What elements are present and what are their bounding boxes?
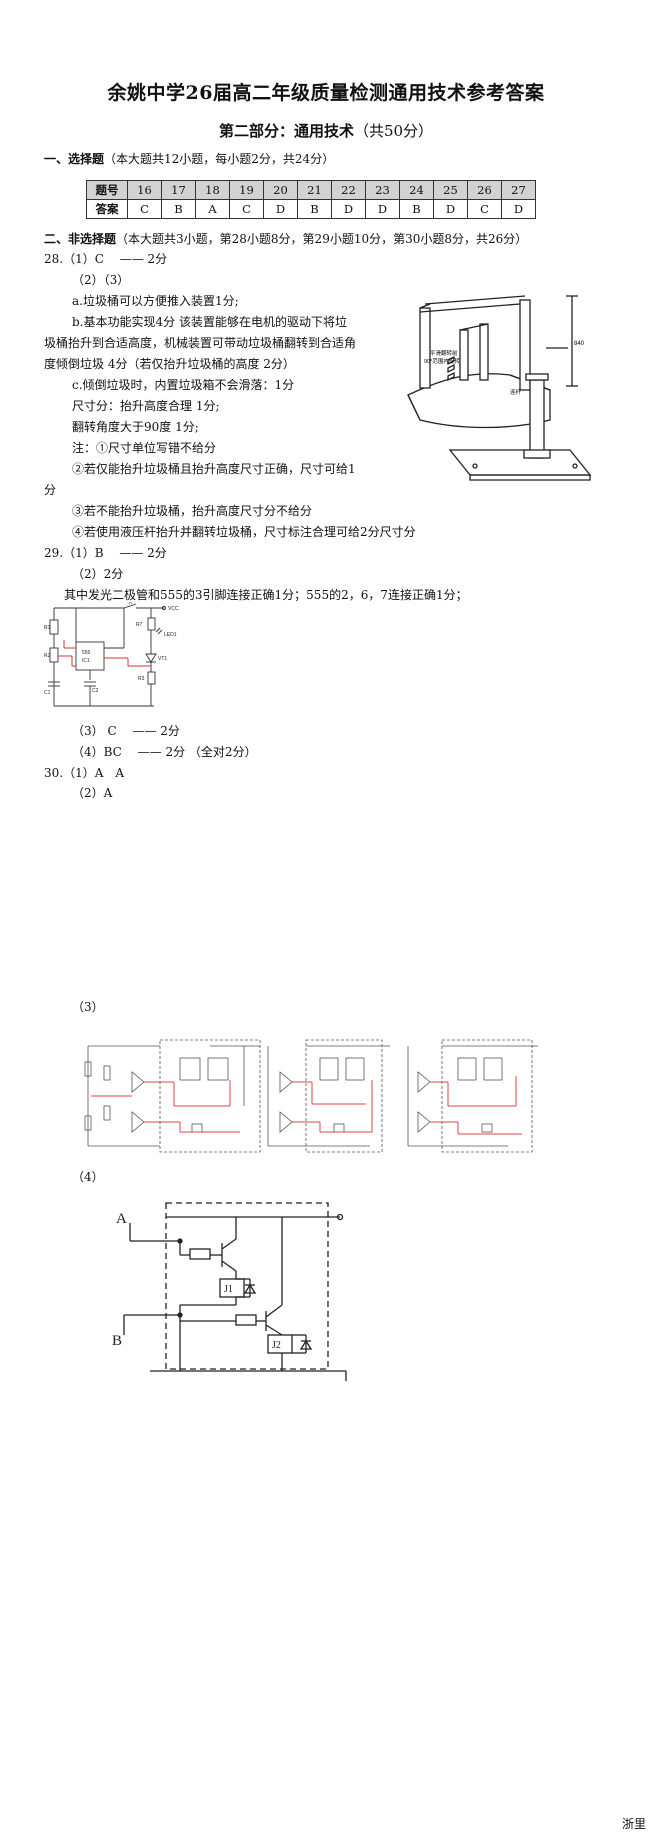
question-number: 18 (195, 180, 230, 200)
r3-label: R3 (138, 676, 145, 682)
section2-head: 二、非选择题 (44, 232, 117, 246)
answer-table: 题号 16 17 18 19 20 21 22 23 24 25 26 27 答… (86, 180, 536, 219)
section1-heading: 一、选择题（本大题共12小题，每小题2分，共24分） (44, 150, 334, 169)
answer-table-header: 答案 (86, 199, 128, 219)
q30-3-circuit-diagrams (84, 1039, 538, 1153)
document-title: 余姚中学26届高二年级质量检测通用技术参考答案 (107, 82, 545, 104)
trash-lift-mechanism-figure: 平滑翻转前 90°范围内旋转 840 连杆 (407, 295, 592, 481)
answer-cell: B (399, 199, 434, 219)
555-circuit-diagram: R1 R2 C1 555 IC1 C2 K VCC R7 LED1 VT1 R3 (44, 602, 179, 707)
ic-label: 555 (82, 650, 91, 656)
answer-cell: D (331, 199, 366, 219)
node-a-label: A (116, 1211, 127, 1227)
q28-line: 28.（1）C —— 2分 (44, 252, 168, 266)
question-number: 19 (229, 180, 264, 200)
section1-desc: （本大题共12小题，每小题2分，共24分） (104, 152, 335, 166)
q28-line: ②若仅能抬升垃圾桶且抬升高度尺寸正确，尺寸可给1 (72, 462, 356, 476)
document-subtitle: 第二部分：通用技术（共50分） (0, 120, 652, 141)
relay-j1-label: J1 (224, 1284, 233, 1295)
question-number: 25 (433, 180, 468, 200)
q30-4-relay-circuit: A B J1 J2 (112, 1202, 347, 1381)
q28-line: 翻转角度大于90度 1分; (72, 420, 199, 434)
answer-cell: A (195, 199, 230, 219)
answer-table-header: 题号 (86, 180, 128, 200)
question-number: 26 (467, 180, 502, 200)
answer-cell: D (433, 199, 468, 219)
node-b-label: B (112, 1333, 122, 1349)
answer-cell: D (365, 199, 400, 219)
subtitle-normal: （共50分） (353, 122, 434, 140)
answer-table-numbers-row: 题号 16 17 18 19 20 21 22 23 24 25 26 27 (86, 180, 536, 200)
section2-heading: 二、非选择题（本大题共3小题，第28小题8分，第29小题10分，第30小题8分，… (44, 230, 527, 249)
q28-line: 注：①尺寸单位写错不给分 (72, 441, 217, 455)
r1-label: R1 (44, 625, 51, 631)
r7-label: R7 (136, 622, 143, 628)
question-number: 27 (501, 180, 536, 200)
q28-line: a.垃圾桶可以方便推入装置1分; (72, 294, 239, 308)
figure-label: 90°范围内旋转 (424, 357, 460, 365)
subtitle-bold: 第二部分：通用技术 (218, 122, 354, 140)
q28-line: 度倾倒垃圾 4分（若仅抬升垃圾桶的高度 2分） (44, 357, 295, 371)
answer-cell: D (501, 199, 536, 219)
k-label: K (129, 602, 133, 606)
question-number: 17 (161, 180, 196, 200)
q28-line: ④若使用液压杆抬升并翻转垃圾桶，尺寸标注合理可给2分尺寸分 (72, 525, 416, 539)
c1-label: C1 (44, 690, 51, 696)
question-number: 22 (331, 180, 366, 200)
c2-label: C2 (92, 688, 99, 694)
q29-line: 29.（1）B —— 2分 (44, 546, 167, 560)
answer-table-answers-row: 答案 C B A C D B D D B D C D (86, 199, 536, 219)
q28-line: ③若不能抬升垃圾桶，抬升高度尺寸分不给分 (72, 504, 313, 518)
answer-cell: C (467, 199, 502, 219)
relay-j2-label: J2 (272, 1340, 281, 1351)
q29-line: （2）2分 (72, 567, 124, 581)
answer-cell: B (297, 199, 332, 219)
q28-line: 分 (44, 483, 57, 497)
question-number: 24 (399, 180, 434, 200)
q29-line: （3） C —— 2分 (72, 724, 180, 738)
ld-label: LED1 (164, 632, 177, 638)
answer-cell: C (229, 199, 264, 219)
question-number: 20 (263, 180, 298, 200)
figure-dimension: 840 (574, 341, 585, 347)
footer-watermark: 浙里 (621, 1817, 646, 1831)
q29-line: （4）BC —— 2分 （全对2分） (72, 745, 257, 759)
r2-label: R2 (44, 653, 51, 659)
q28-line: （2）（3） (72, 273, 130, 287)
q28-line: 圾桶抬升到合适高度，机械装置可带动垃圾桶翻转到合适角 (44, 336, 357, 350)
q28-line: c.倾倒垃圾时，内置垃圾箱不会滑落：1分 (72, 378, 295, 392)
q30-line: 30.（1）A A (44, 766, 125, 780)
q30-line: （4） (72, 1170, 104, 1184)
answer-cell: D (263, 199, 298, 219)
vcc-label: VCC (168, 606, 179, 612)
ic-name-label: IC1 (82, 658, 90, 664)
q28-line: 尺寸分：抬升高度合理 1分; (72, 399, 220, 413)
vt-label: VT1 (158, 656, 167, 662)
q28-line: b.基本功能实现4分 该装置能够在电机的驱动下将垃 (72, 315, 347, 329)
question-number: 16 (127, 180, 162, 200)
figure-label: 平滑翻转前 (430, 349, 458, 357)
section1-head: 一、选择题 (44, 152, 105, 166)
q30-line: （3） (72, 1000, 104, 1014)
answer-cell: B (161, 199, 196, 219)
question-number: 21 (297, 180, 332, 200)
figure-label: 连杆 (510, 388, 522, 396)
q29-line: 其中发光二极管和555的3引脚连接正确1分；555的2，6，7连接正确1分； (64, 588, 468, 602)
answer-cell: C (127, 199, 162, 219)
q30-line: （2）A (72, 786, 113, 800)
question-number: 23 (365, 180, 400, 200)
section2-desc: （本大题共3小题，第28小题8分，第29小题10分，第30小题8分，共26分） (116, 232, 528, 246)
